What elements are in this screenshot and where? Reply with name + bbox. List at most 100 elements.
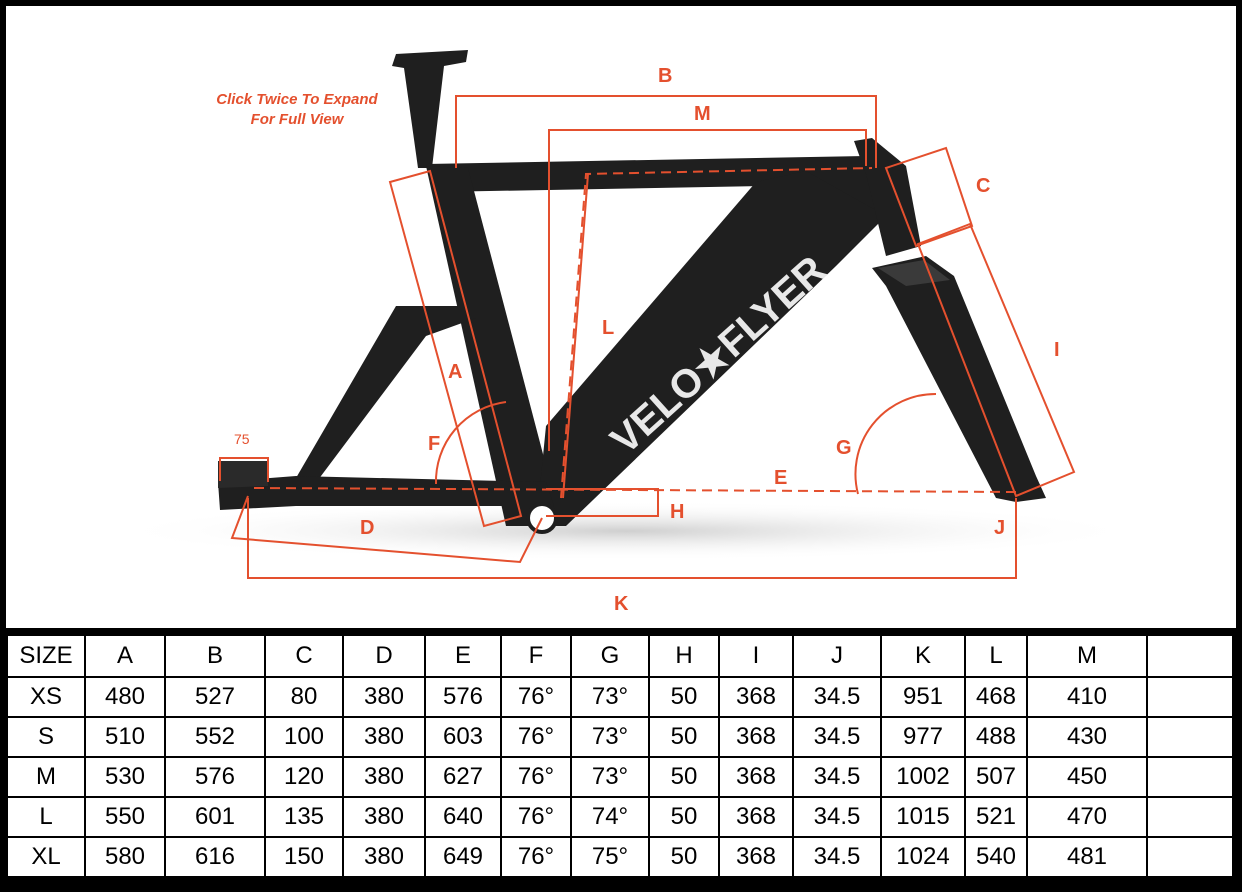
measure-m-line — [548, 129, 867, 451]
table-cell: 470 — [1026, 796, 1148, 838]
label-f: F — [428, 433, 440, 455]
label-i: I — [1054, 339, 1060, 361]
label-h: H — [670, 501, 684, 523]
measure-b-line — [455, 95, 877, 168]
table-cell: 80 — [264, 676, 344, 718]
bike-frame-drawing: VELO★FLYER — [106, 50, 1146, 615]
expand-note: Click Twice To Expand For Full View — [202, 90, 392, 130]
label-75: 75 — [234, 431, 250, 447]
table-cell: 576 — [424, 676, 502, 718]
measure-h-box — [546, 488, 659, 517]
table-cell: XS — [6, 676, 86, 718]
table-cell: 73° — [570, 676, 650, 718]
table-cell: 368 — [718, 716, 794, 758]
bike-frame — [218, 50, 1046, 526]
table-cell: 380 — [342, 676, 426, 718]
table-cell: 34.5 — [792, 716, 882, 758]
table-cell: L — [6, 796, 86, 838]
table-cell: 34.5 — [792, 756, 882, 798]
table-cell: 76° — [500, 756, 572, 798]
table-cell — [1146, 676, 1234, 718]
fork — [872, 256, 1046, 502]
table-cell: 580 — [84, 836, 166, 878]
table-cell: 380 — [342, 836, 426, 878]
table-cell: 527 — [164, 676, 266, 718]
table-cell: 530 — [84, 756, 166, 798]
table-cell: 50 — [648, 756, 720, 798]
table-cell — [1146, 716, 1234, 758]
table-cell: 34.5 — [792, 836, 882, 878]
seat-tube — [426, 166, 554, 526]
header-c: C — [264, 634, 344, 678]
table-cell: 74° — [570, 796, 650, 838]
table-cell: 1024 — [880, 836, 966, 878]
seat-stay — [296, 306, 476, 480]
header-a: A — [84, 634, 166, 678]
table-cell: 34.5 — [792, 796, 882, 838]
header-k: K — [880, 634, 966, 678]
table-cell: 150 — [264, 836, 344, 878]
header-f: F — [500, 634, 572, 678]
angle-g-arc — [854, 392, 937, 495]
table-cell: 1002 — [880, 756, 966, 798]
expand-note-line1: Click Twice To Expand — [216, 91, 378, 108]
frame-geometry-diagram: VELO★FLYER — [6, 6, 1236, 628]
table-cell: 50 — [648, 836, 720, 878]
table-cell — [1146, 796, 1234, 838]
table-cell: 380 — [342, 756, 426, 798]
label-e: E — [774, 467, 787, 489]
table-cell: 50 — [648, 676, 720, 718]
header-j: J — [792, 634, 882, 678]
table-cell: 603 — [424, 716, 502, 758]
measure-d-line — [230, 495, 543, 564]
label-c: C — [976, 175, 990, 197]
table-cell: 73° — [570, 716, 650, 758]
header-l: L — [964, 634, 1028, 678]
measure-a-box — [388, 169, 523, 528]
table-cell: 552 — [164, 716, 266, 758]
measure-l-line — [562, 173, 589, 499]
table-cell: 430 — [1026, 716, 1148, 758]
table-cell: 380 — [342, 796, 426, 838]
measurement-lines — [219, 95, 1076, 579]
label-d: D — [360, 517, 374, 539]
table-cell — [1146, 756, 1234, 798]
table-cell: 488 — [964, 716, 1028, 758]
table-cell: 120 — [264, 756, 344, 798]
label-a: A — [448, 361, 462, 383]
table-cell: 450 — [1026, 756, 1148, 798]
table-cell: 951 — [880, 676, 966, 718]
down-tube — [536, 171, 886, 526]
table-cell: 1015 — [880, 796, 966, 838]
label-l: L — [602, 317, 614, 339]
header-i: I — [718, 634, 794, 678]
table-cell: 135 — [264, 796, 344, 838]
table-cell: 468 — [964, 676, 1028, 718]
table-cell: 76° — [500, 676, 572, 718]
angle-f-arc — [434, 401, 507, 485]
header-m: M — [1026, 634, 1148, 678]
seatpost — [392, 50, 468, 168]
table-cell: 540 — [964, 836, 1028, 878]
table-cell: 510 — [84, 716, 166, 758]
header-g: G — [570, 634, 650, 678]
label-g: G — [836, 437, 852, 459]
table-cell: 100 — [264, 716, 344, 758]
label-m: M — [694, 103, 711, 125]
table-cell: XL — [6, 836, 86, 878]
table-cell: 550 — [84, 796, 166, 838]
rear-dropout — [218, 461, 268, 488]
table-cell: 368 — [718, 796, 794, 838]
table-cell: 75° — [570, 836, 650, 878]
table-cell: 50 — [648, 796, 720, 838]
table-cell: 521 — [964, 796, 1028, 838]
header-e: E — [424, 634, 502, 678]
table-cell: 480 — [84, 676, 166, 718]
table-cell: 50 — [648, 716, 720, 758]
measure-k-line — [247, 498, 1017, 579]
table-cell: 410 — [1026, 676, 1148, 718]
